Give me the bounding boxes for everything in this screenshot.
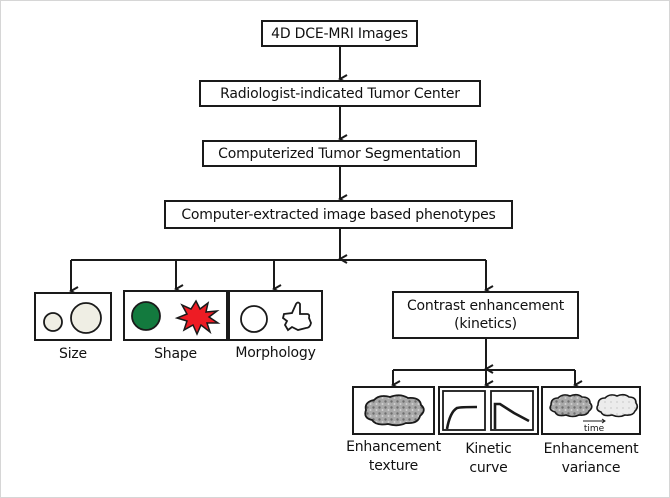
small-circle-icon: [43, 312, 63, 332]
plateau-curve-frame: [442, 390, 486, 431]
shape-label: Shape: [154, 346, 197, 362]
variance-label-line2: variance: [561, 460, 621, 476]
enhancement-texture-panel: [352, 386, 435, 435]
step-4d-dce-mri-images: 4D DCE-MRI Images: [261, 20, 418, 47]
texture-illustration: [364, 394, 425, 427]
variance-illustration: time: [549, 393, 639, 434]
late-enhancement-tumor-icon: [596, 393, 639, 418]
size-label: Size: [59, 346, 87, 362]
washout-curve-frame: [490, 390, 534, 431]
smooth-margin-icon: [240, 305, 268, 333]
morphology-illustration: [240, 301, 312, 333]
size-illustration: [43, 302, 102, 334]
step-3-label: Computerized Tumor Segmentation: [218, 145, 461, 162]
size-panel: [34, 292, 112, 341]
variance-label-line1: Enhancement: [543, 441, 639, 457]
round-shape-icon: [131, 301, 161, 331]
time-label: time: [584, 424, 605, 433]
step-2-label: Radiologist-indicated Tumor Center: [220, 85, 460, 102]
shape-illustration: [131, 299, 221, 336]
step-phenotypes: Computer-extracted image based phenotype…: [164, 200, 513, 229]
kinetic-curve-illustration: [442, 390, 534, 431]
step-tumor-center: Radiologist-indicated Tumor Center: [199, 80, 481, 107]
curve-label-line1: Kinetic: [465, 441, 512, 457]
texture-label-line1: Enhancement: [346, 439, 441, 455]
morphology-label: Morphology: [235, 345, 316, 361]
textured-tumor-icon: [364, 394, 425, 427]
step-4-label: Computer-extracted image based phenotype…: [181, 206, 496, 223]
enhancement-variance-panel: time: [541, 386, 641, 435]
early-enhancement-tumor-icon: [549, 393, 593, 418]
large-circle-icon: [70, 302, 102, 334]
step-1-label: 4D DCE-MRI Images: [271, 25, 408, 42]
shape-panel: [123, 290, 228, 341]
step-tumor-segmentation: Computerized Tumor Segmentation: [202, 140, 477, 167]
kinetic-curve-panel: [438, 386, 539, 435]
enhancement-texture-label: Enhancement texture: [338, 438, 449, 476]
contrast-enhancement-box: Contrast enhancement (kinetics): [392, 291, 579, 339]
enhancement-variance-label: Enhancement variance: [535, 440, 647, 478]
washout-curve-icon: [493, 402, 530, 429]
morphology-panel: [228, 290, 323, 341]
plateau-curve-icon: [445, 405, 478, 430]
contrast-label-line2: (kinetics): [454, 316, 517, 332]
spiculated-shape-icon: [174, 299, 221, 336]
texture-label-line2: texture: [368, 458, 419, 474]
irregular-margin-icon: [281, 301, 312, 332]
kinetic-curve-label: Kinetic curve: [438, 440, 539, 478]
curve-label-line2: curve: [469, 460, 508, 476]
contrast-label-line1: Contrast enhancement: [406, 298, 564, 314]
